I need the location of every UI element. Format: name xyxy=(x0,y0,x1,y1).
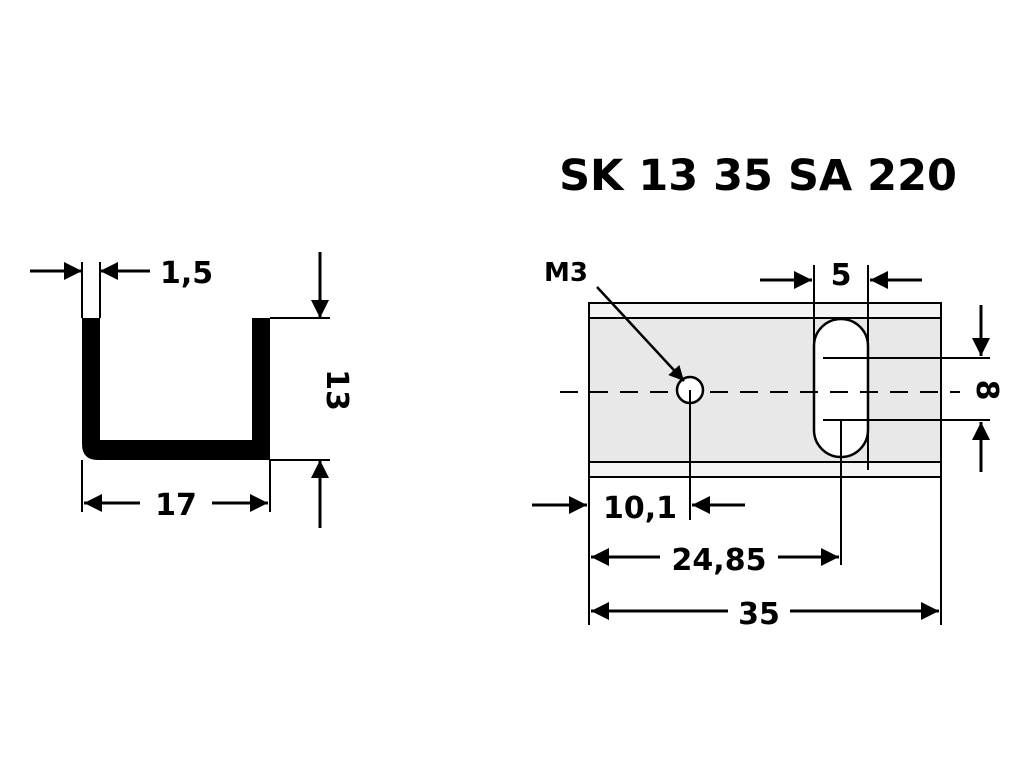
slot-length-label: 8 xyxy=(969,380,1004,401)
heatsink-body xyxy=(588,302,942,478)
slot-width-label: 5 xyxy=(831,258,852,293)
profile-width-label: 17 xyxy=(155,488,197,523)
total-length-label: 35 xyxy=(738,597,780,632)
u-profile-shape xyxy=(82,318,270,460)
part-number-title: SK 13 35 SA 220 xyxy=(559,151,957,201)
slot-offset-label: 24,85 xyxy=(672,543,767,578)
top-view: M3 5 8 10,1 24,85 35 xyxy=(532,258,1004,632)
hole-offset-label: 10,1 xyxy=(603,491,677,526)
profile-thickness-label: 1,5 xyxy=(160,256,213,291)
profile-height-label: 13 xyxy=(319,369,354,411)
profile-section: 1,5 13 17 xyxy=(30,252,354,528)
thread-label: M3 xyxy=(544,258,588,288)
